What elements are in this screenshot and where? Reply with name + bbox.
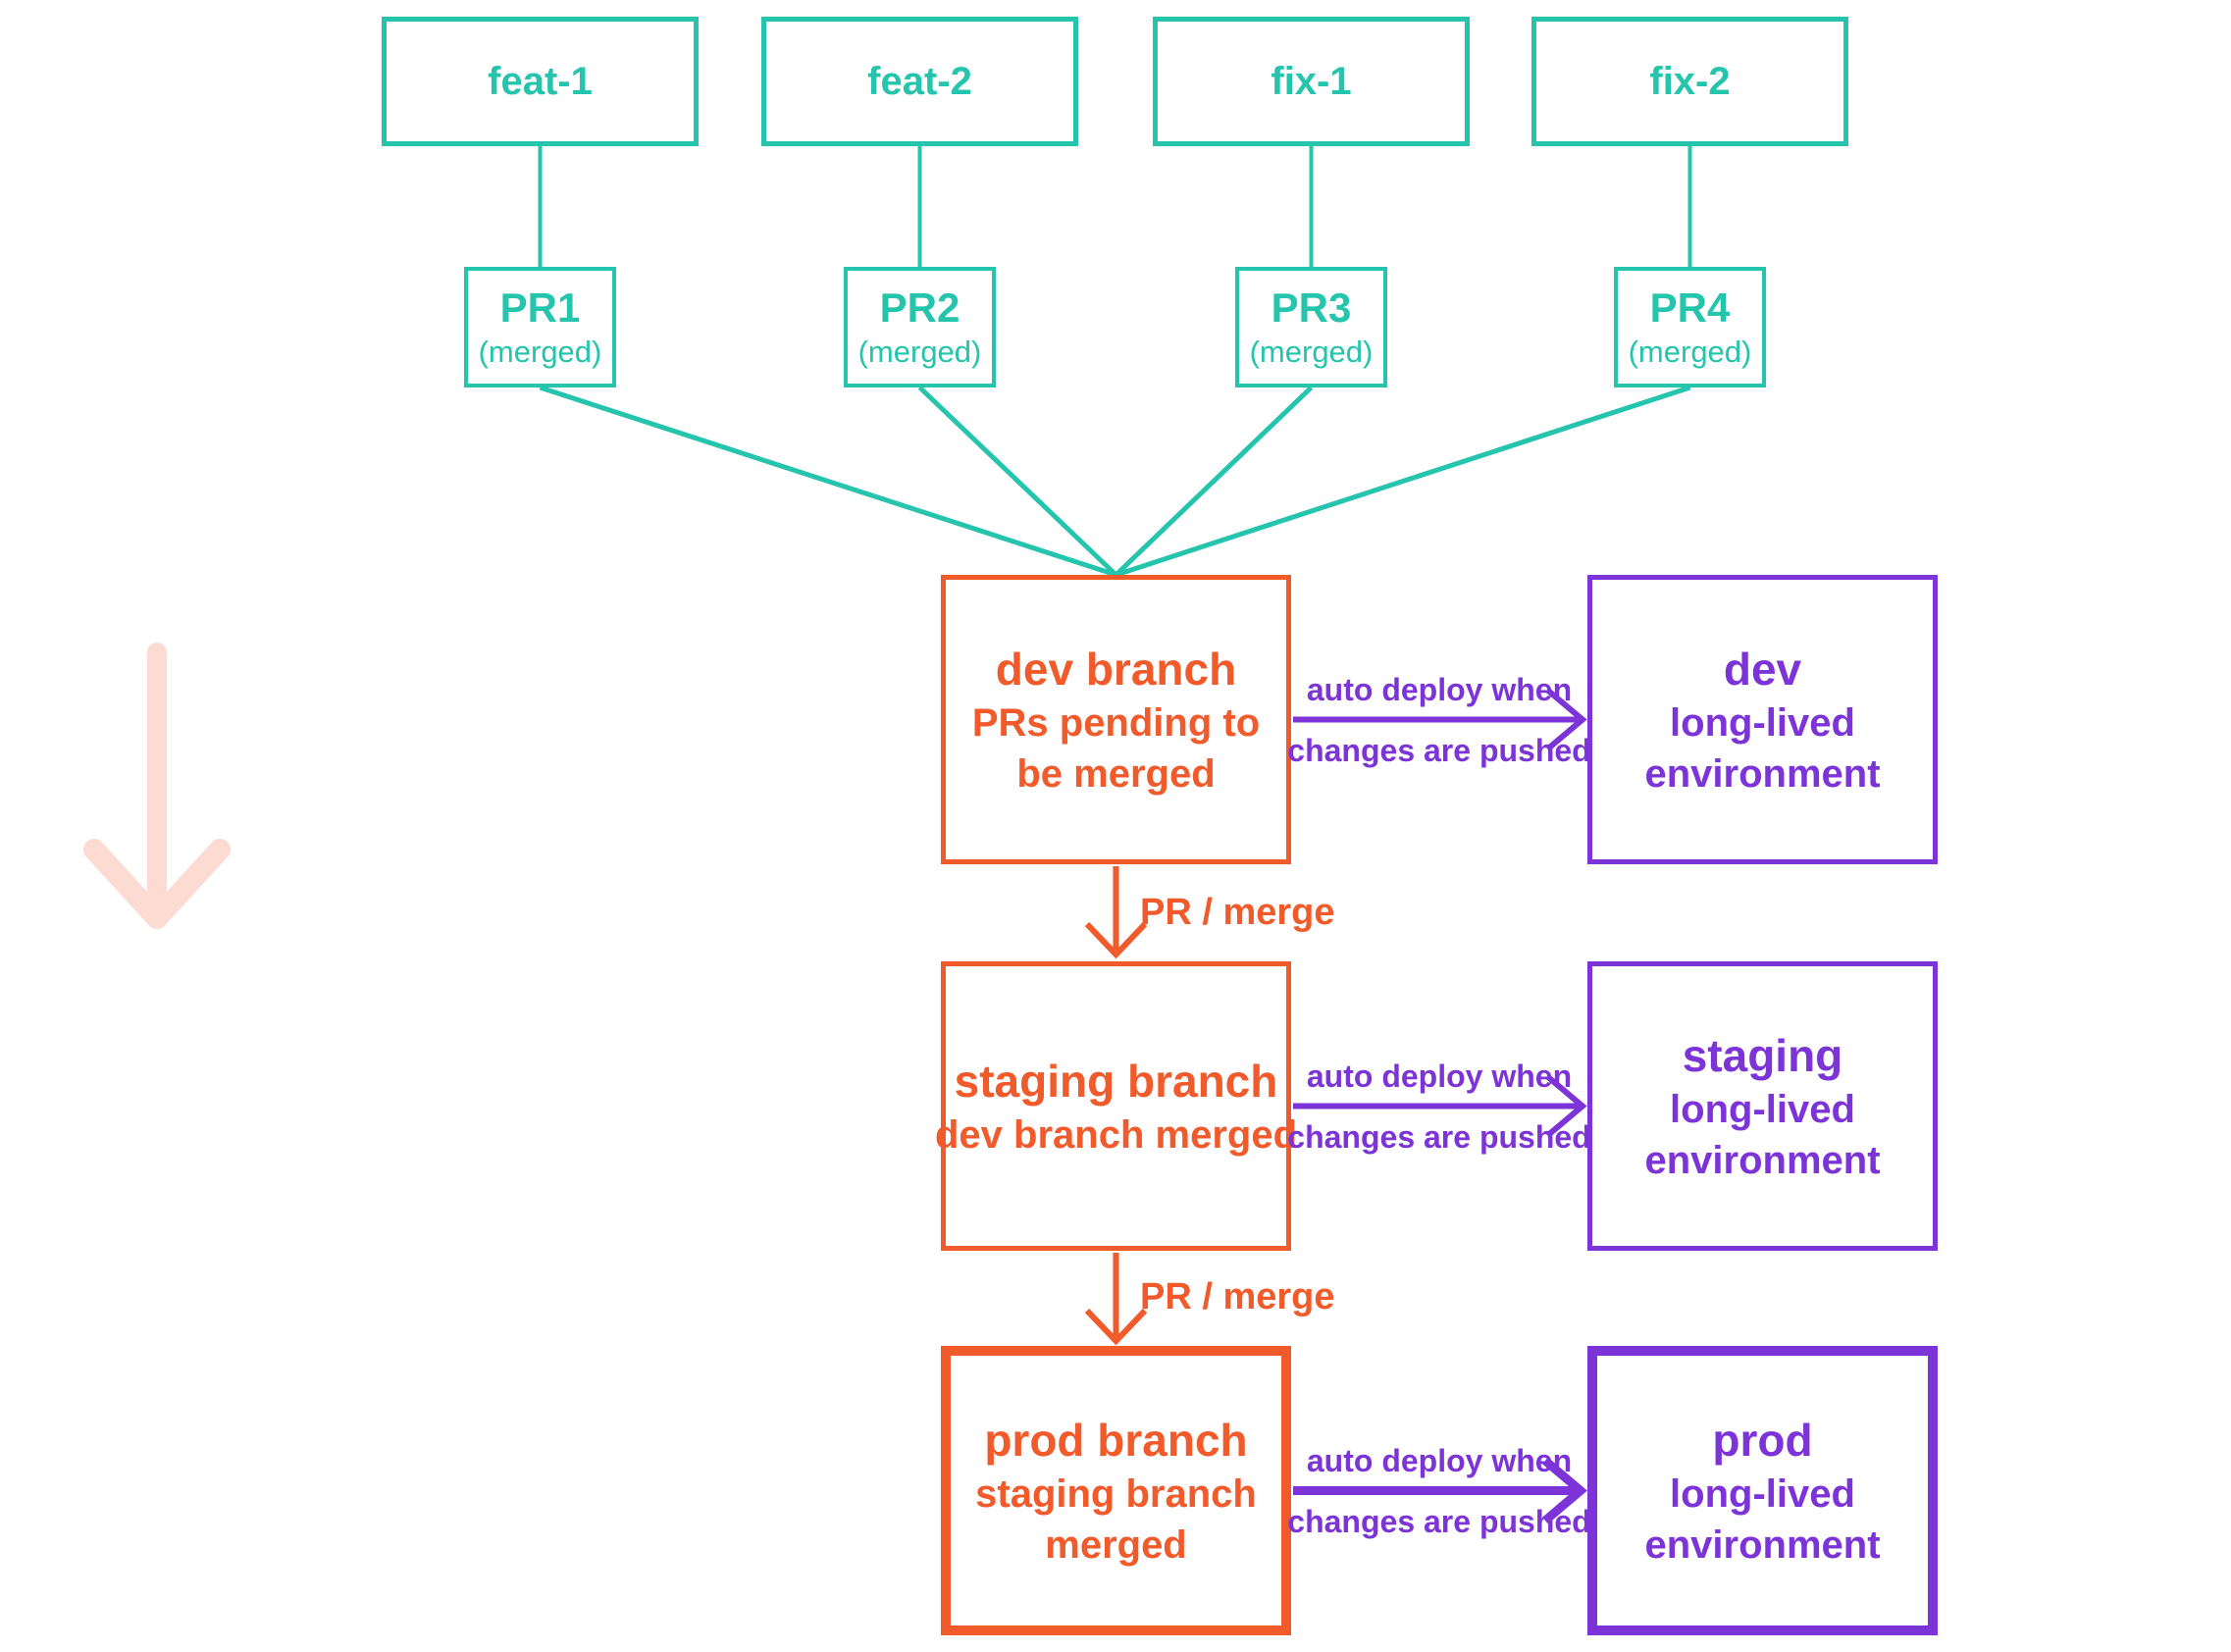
dev-to-staging-arrow bbox=[1084, 866, 1148, 959]
dev-branch-box: dev branch PRs pending to be merged bbox=[941, 575, 1291, 864]
prod-branch-box: prod branch staging branch merged bbox=[941, 1346, 1291, 1635]
staging-to-prod-arrow-head bbox=[1084, 1308, 1148, 1346]
prod-desc-rest: branch bbox=[1115, 1471, 1257, 1516]
staging-environment-desc-line1: long-lived bbox=[1670, 1087, 1855, 1131]
pr2-name: PR2 bbox=[879, 284, 960, 331]
feat-1-box: feat-1 bbox=[382, 17, 699, 146]
staging-desc-bold: dev bbox=[935, 1112, 1003, 1157]
dev-deploy-label-line2: changes are pushed bbox=[1287, 733, 1591, 768]
prod-environment-box: prod long-lived environment bbox=[1587, 1346, 1938, 1635]
dev-branch-title: dev branch bbox=[996, 641, 1236, 697]
staging-desc-rest: branch merged bbox=[1002, 1112, 1298, 1157]
prod-deploy-label-line1: auto deploy when bbox=[1306, 1443, 1573, 1478]
prod-desc-bold: staging bbox=[975, 1471, 1116, 1516]
staging-to-prod-arrow bbox=[1084, 1253, 1148, 1346]
staging-deploy-arrow bbox=[1293, 1074, 1587, 1138]
prod-environment-desc-line1: long-lived bbox=[1670, 1471, 1855, 1516]
pr4-box: PR4 (merged) bbox=[1614, 267, 1766, 387]
staging-branch-box: staging branch dev branch merged bbox=[935, 961, 1297, 1251]
staging-branch-suffix: branch bbox=[1115, 1055, 1278, 1107]
pr4-status: (merged) bbox=[1628, 334, 1752, 369]
pr1-name: PR1 bbox=[499, 284, 581, 331]
staging-deploy-arrow-head bbox=[1546, 1074, 1587, 1138]
staging-branch-title: staging branch bbox=[955, 1053, 1278, 1110]
prod-branch-title: prod branch bbox=[984, 1412, 1247, 1469]
fix-2-label: fix-2 bbox=[1649, 59, 1731, 103]
dev-environment-name: dev bbox=[1723, 643, 1802, 695]
dev-deploy-label: auto deploy when changes are pushed bbox=[1287, 670, 1590, 770]
dev-to-staging-arrow-head bbox=[1084, 921, 1148, 959]
dev-deploy-arrow bbox=[1293, 688, 1587, 751]
staging-environment-box: staging long-lived environment bbox=[1587, 961, 1938, 1251]
prod-deploy-label-line2: changes are pushed bbox=[1287, 1504, 1591, 1539]
fix-2-box: fix-2 bbox=[1531, 17, 1848, 146]
dev-branch-name: dev bbox=[995, 643, 1074, 695]
dev-environment-box: dev long-lived environment bbox=[1587, 575, 1938, 864]
pr1-to-dev-line bbox=[539, 385, 1117, 578]
feat-1-label: feat-1 bbox=[488, 59, 593, 103]
staging-deploy-label-line2: changes are pushed bbox=[1287, 1119, 1591, 1155]
staging-branch-name: staging bbox=[954, 1055, 1116, 1107]
staging-environment-desc-line2: environment bbox=[1644, 1138, 1881, 1182]
prod-deploy-label: auto deploy when changes are pushed bbox=[1287, 1441, 1590, 1541]
staging-environment-name: staging bbox=[1682, 1029, 1843, 1081]
pr3-name: PR3 bbox=[1271, 284, 1352, 331]
dev-environment-desc-line2: environment bbox=[1644, 751, 1881, 796]
prod-environment-name: prod bbox=[1712, 1414, 1813, 1466]
pr1-box: PR1 (merged) bbox=[464, 267, 616, 387]
prod-branch-suffix: branch bbox=[1084, 1414, 1248, 1466]
staging-deploy-label-line1: auto deploy when bbox=[1306, 1058, 1573, 1094]
feat-2-box: feat-2 bbox=[761, 17, 1078, 146]
staging-branch-desc: dev branch merged bbox=[935, 1110, 1297, 1161]
pr3-box: PR3 (merged) bbox=[1235, 267, 1387, 387]
dev-environment-desc-line1: long-lived bbox=[1670, 700, 1855, 745]
prod-deploy-arrow-head bbox=[1542, 1457, 1587, 1524]
timeline-down-arrow bbox=[83, 643, 231, 929]
feat-2-label: feat-2 bbox=[867, 59, 972, 103]
pr3-to-dev-line bbox=[1114, 386, 1314, 577]
pr2-status: (merged) bbox=[857, 334, 982, 369]
prod-branch-desc-line2: merged bbox=[1045, 1523, 1187, 1567]
pr4-name: PR4 bbox=[1649, 284, 1731, 331]
prod-branch-name: prod bbox=[984, 1414, 1085, 1466]
dev-branch-suffix: branch bbox=[1073, 643, 1237, 695]
staging-deploy-label: auto deploy when changes are pushed bbox=[1287, 1057, 1590, 1157]
pr1-status: (merged) bbox=[478, 334, 602, 369]
prod-deploy-arrow bbox=[1293, 1457, 1587, 1524]
prod-branch-desc-line1: staging branch bbox=[975, 1469, 1257, 1520]
pr2-to-dev-line bbox=[917, 386, 1118, 577]
dev-deploy-label-line1: auto deploy when bbox=[1306, 672, 1573, 707]
dev-to-staging-merge-label: PR / merge bbox=[1140, 892, 1335, 933]
prod-environment-desc-line2: environment bbox=[1644, 1523, 1881, 1567]
fix-1-box: fix-1 bbox=[1153, 17, 1470, 146]
pr2-box: PR2 (merged) bbox=[844, 267, 996, 387]
pr3-status: (merged) bbox=[1249, 334, 1374, 369]
timeline-arrow-head bbox=[83, 839, 231, 929]
fix-1-label: fix-1 bbox=[1271, 59, 1352, 103]
staging-to-prod-merge-label: PR / merge bbox=[1140, 1276, 1335, 1317]
dev-deploy-arrow-head bbox=[1546, 688, 1587, 751]
dev-branch-desc-line1: PRs pending to bbox=[971, 700, 1261, 745]
dev-branch-desc-line2: be merged bbox=[1016, 751, 1216, 796]
pr4-to-dev-line bbox=[1115, 385, 1691, 578]
